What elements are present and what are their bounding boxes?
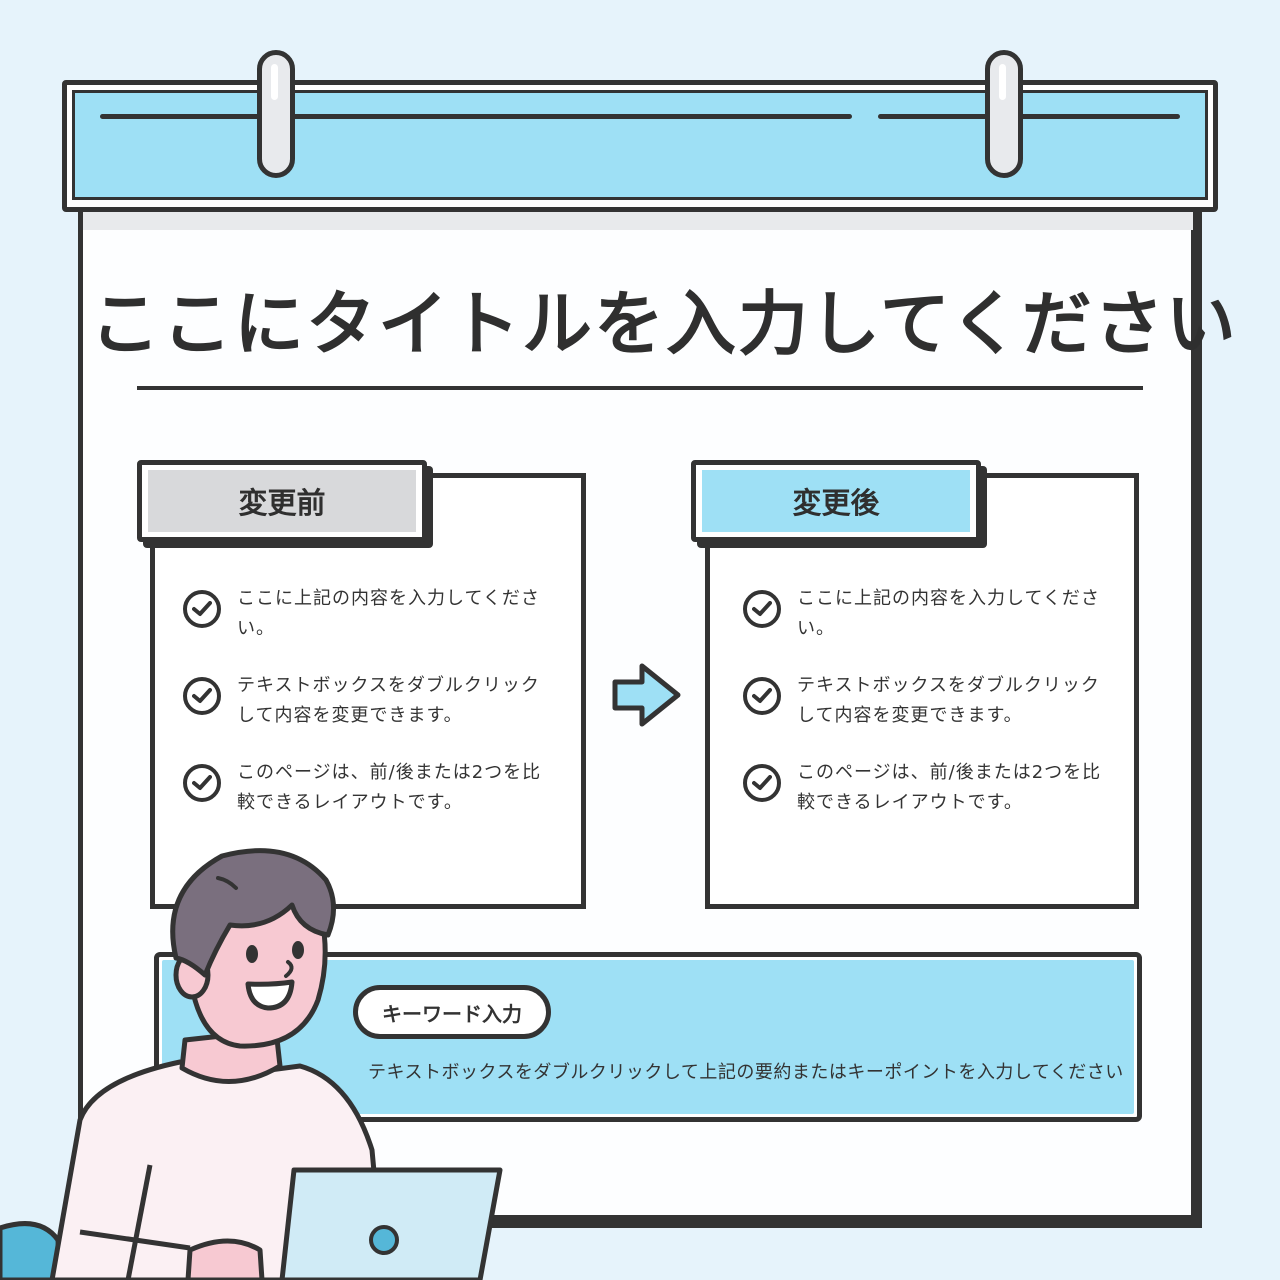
keyword-label[interactable]: キーワード入力 xyxy=(353,985,551,1039)
list-item: このページは、前/後または2つを比較できるレイアウトです。 xyxy=(743,762,1113,818)
list-item-text[interactable]: ここに上記の内容を入力してください。 xyxy=(797,588,1100,639)
after-label[interactable]: 変更後 xyxy=(702,470,970,532)
list-item-text[interactable]: このページは、前/後または2つを比較できるレイアウトです。 xyxy=(237,762,542,813)
check-circle-icon xyxy=(743,764,781,802)
person-with-laptop-illustration xyxy=(0,848,503,1280)
list-item: ここに上記の内容を入力してください。 xyxy=(183,588,553,644)
header-line-left xyxy=(100,114,852,119)
check-circle-icon xyxy=(183,677,221,715)
list-item: テキストボックスをダブルクリックして内容を変更できます。 xyxy=(743,675,1113,731)
keyword-text[interactable]: テキストボックスをダブルクリックして上記の要約またはキーポイントを入力してくださ… xyxy=(368,1062,1124,1083)
binder-ring-right-icon xyxy=(985,50,1023,178)
list-item-text[interactable]: ここに上記の内容を入力してください。 xyxy=(237,588,540,639)
title-underline xyxy=(137,386,1143,390)
before-panel xyxy=(150,473,586,909)
list-item: テキストボックスをダブルクリックして内容を変更できます。 xyxy=(183,675,553,731)
header-bar-fill xyxy=(72,90,1208,200)
arrow-right-icon xyxy=(612,663,681,727)
check-circle-icon xyxy=(743,590,781,628)
check-circle-icon xyxy=(743,677,781,715)
list-item-text[interactable]: テキストボックスをダブルクリックして内容を変更できます。 xyxy=(797,675,1100,726)
list-item-text[interactable]: テキストボックスをダブルクリックして内容を変更できます。 xyxy=(237,675,540,726)
list-item: このページは、前/後または2つを比較できるレイアウトです。 xyxy=(183,762,553,818)
ring-shine xyxy=(271,64,278,100)
list-item: ここに上記の内容を入力してください。 xyxy=(743,588,1113,644)
check-circle-icon xyxy=(183,590,221,628)
header-line-right xyxy=(878,114,1180,119)
check-circle-icon xyxy=(183,764,221,802)
list-item-text[interactable]: このページは、前/後または2つを比較できるレイアウトです。 xyxy=(797,762,1102,813)
after-list: ここに上記の内容を入力してください。 テキストボックスをダブルクリックして内容を… xyxy=(743,588,1113,818)
page-title[interactable]: ここにタイトルを入力してください xyxy=(90,283,1238,365)
ring-shine xyxy=(999,64,1006,100)
before-label[interactable]: 変更前 xyxy=(148,470,416,532)
before-list: ここに上記の内容を入力してください。 テキストボックスをダブルクリックして内容を… xyxy=(183,588,553,818)
board-top-strip xyxy=(83,212,1193,230)
